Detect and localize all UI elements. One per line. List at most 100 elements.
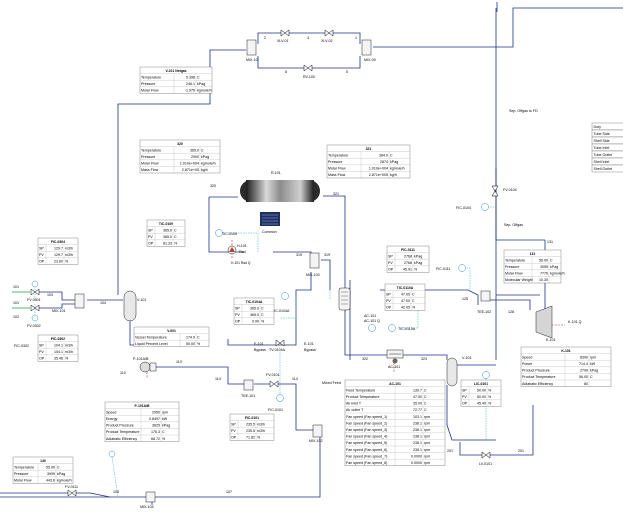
tee-tee101[interactable]: TEE-101 xyxy=(241,379,255,398)
table-cell-unit: kg/h xyxy=(390,173,397,177)
compressor-k101[interactable]: K-101 K-101 Q xyxy=(535,305,582,342)
e101p-label: E-101 xyxy=(304,342,314,346)
table-cell-unit: m3/h xyxy=(65,350,73,354)
stream-5: 5 xyxy=(346,70,348,74)
table-cell-label: Speed xyxy=(522,355,532,359)
p101ab-label: P-101A/B xyxy=(133,357,149,361)
table-cell-label: Fan speed (Fan speed_8) xyxy=(346,461,387,465)
table-cell-unit: % xyxy=(65,357,69,361)
mixer-mix104[interactable]: MIX-104 xyxy=(140,491,156,509)
table-cell-label: Molar Flow xyxy=(141,89,159,93)
controller-fic0104[interactable]: FIC-0104 xyxy=(456,203,489,211)
duty-panel-row: Tube Side xyxy=(594,132,610,136)
valve-tv0104a[interactable]: TV-0104A xyxy=(269,339,286,352)
mixer-mix103[interactable]: MIX-103 xyxy=(306,252,320,277)
table-cell-unit: % xyxy=(488,395,492,399)
table-title: FIC-0304 xyxy=(51,240,65,244)
valve-fv0111[interactable]: FV-0111 xyxy=(65,485,78,497)
table-cell-value: 47.00 xyxy=(401,292,410,296)
vessel-v101[interactable]: V-101 xyxy=(123,290,146,322)
sep-offgas-label: Sep. Offgas xyxy=(504,223,523,227)
duty-panel-row: Tube Outlet xyxy=(594,153,613,157)
controller-fic0101[interactable]: FIC-0101 xyxy=(268,394,284,413)
table-cell-label: Pressure xyxy=(141,155,155,159)
controller-fic0302[interactable]: FIC-0302 xyxy=(14,314,39,348)
table-cell-value: 238.1 xyxy=(413,441,422,445)
table-cell-label: SP xyxy=(386,292,391,296)
table-cell-label: OP xyxy=(148,242,154,246)
h101-radq-label: H-101 Rad Q xyxy=(231,261,251,265)
valve-fv0101[interactable]: FV-0101 xyxy=(266,373,280,388)
mixer-mix101[interactable]: MIX-101 xyxy=(52,293,85,313)
stream-201: 201 xyxy=(518,449,524,453)
stream-110p: 110' xyxy=(176,360,183,364)
k101-label: K-101 xyxy=(546,338,556,342)
table-cell-value: 45.49 xyxy=(477,402,486,406)
table-cell-value: 5.398 xyxy=(186,75,195,79)
recycle-rv100[interactable]: RV-100 xyxy=(303,64,315,79)
valve-lv0101[interactable]: LV-0101 xyxy=(479,451,492,466)
controller-fic0111[interactable]: FIC-0111 xyxy=(436,264,466,272)
valve-fv0302[interactable]: FV-0302 xyxy=(27,304,41,328)
table-cell-unit: kPag xyxy=(162,424,170,428)
stream-101p: 101' xyxy=(13,301,20,305)
table-cell-unit: kPag xyxy=(197,82,205,86)
table-cell-label: Mass Flow xyxy=(328,173,346,177)
vessel-v103[interactable]: V-103 xyxy=(446,356,471,387)
stream-201p: 201' xyxy=(447,449,454,453)
controller-tic0109[interactable]: TIC-0109 xyxy=(215,229,237,237)
controller-fic0111-bottom[interactable] xyxy=(108,450,116,458)
aircooler-ac101[interactable]: AC-101 xyxy=(386,349,404,369)
table-cell-label: Molecular Weight xyxy=(505,278,533,282)
table-cell-value: 238.1 xyxy=(413,428,422,432)
controller-tic0104a[interactable]: TIC-0104A xyxy=(272,292,290,314)
fv0111-label: FV-0111 xyxy=(65,485,78,489)
controller-lic0101[interactable] xyxy=(482,371,490,379)
table-cell-label: SP xyxy=(462,388,467,392)
controller-fic0301[interactable] xyxy=(31,280,39,288)
controller-tic0110a[interactable]: TIC-0110A xyxy=(388,324,416,332)
tee-tee102[interactable]: TEE-102 xyxy=(477,290,491,314)
common-exchanger[interactable]: Common xyxy=(260,212,280,234)
fic0302-label: FIC-0302 xyxy=(14,344,29,348)
valve-fv0301[interactable]: FV-0301 xyxy=(27,288,41,302)
table-cell-unit: % xyxy=(414,268,418,272)
table-cell-value: 365.0 xyxy=(250,313,259,317)
common-label: Common xyxy=(262,230,277,234)
mixer-mix102[interactable]: MIX-102 xyxy=(309,424,323,443)
table-cell-value: 56.00 xyxy=(579,375,588,379)
fv0101-label: FV-0101 xyxy=(266,373,280,377)
ac101-ctrl-label: AC-101 xyxy=(364,314,376,318)
fv0302-label: FV-0302 xyxy=(27,324,41,328)
table-cell-value: 45.91 xyxy=(403,268,412,272)
table-title: LIC-0101 xyxy=(474,382,488,386)
valve-xlv01[interactable]: XLV-01 xyxy=(277,29,290,43)
pump-p101ab[interactable]: P-101A/B xyxy=(133,357,157,373)
reactor-r101[interactable]: R-101 xyxy=(240,171,320,202)
table-cell-label: Fan speed (Fan speed_2) xyxy=(346,421,387,425)
mixer-mix09[interactable]: MIX-09 xyxy=(361,39,376,62)
valve-fv0104[interactable]: FV-0104 xyxy=(491,185,517,197)
table-cell-label: Mass Flow xyxy=(141,168,159,172)
table-cell-value: 365.0 xyxy=(250,306,259,310)
table-cell-value: 3625 xyxy=(152,424,160,428)
table-cell-label: Pressure xyxy=(328,160,342,164)
stream-128: 128 xyxy=(508,310,514,314)
table-cell-label: SP xyxy=(231,422,236,426)
table-cell-label: Product Temperature xyxy=(522,375,556,379)
valve-xlv02[interactable]: XLV-02 xyxy=(321,29,334,43)
table-cell-value: 129.7 xyxy=(54,253,63,257)
table-cell-label: Power xyxy=(522,362,533,366)
heater-h101[interactable]: H-101 Rad H-101 Rad Q xyxy=(227,244,251,265)
table-cell-value: 365.0 xyxy=(163,235,172,239)
exchanger-e101[interactable] xyxy=(338,287,351,311)
mixer-mix10[interactable]: MIX-10 xyxy=(246,39,258,62)
controller-ac101[interactable]: AC-101 xyxy=(364,314,376,332)
